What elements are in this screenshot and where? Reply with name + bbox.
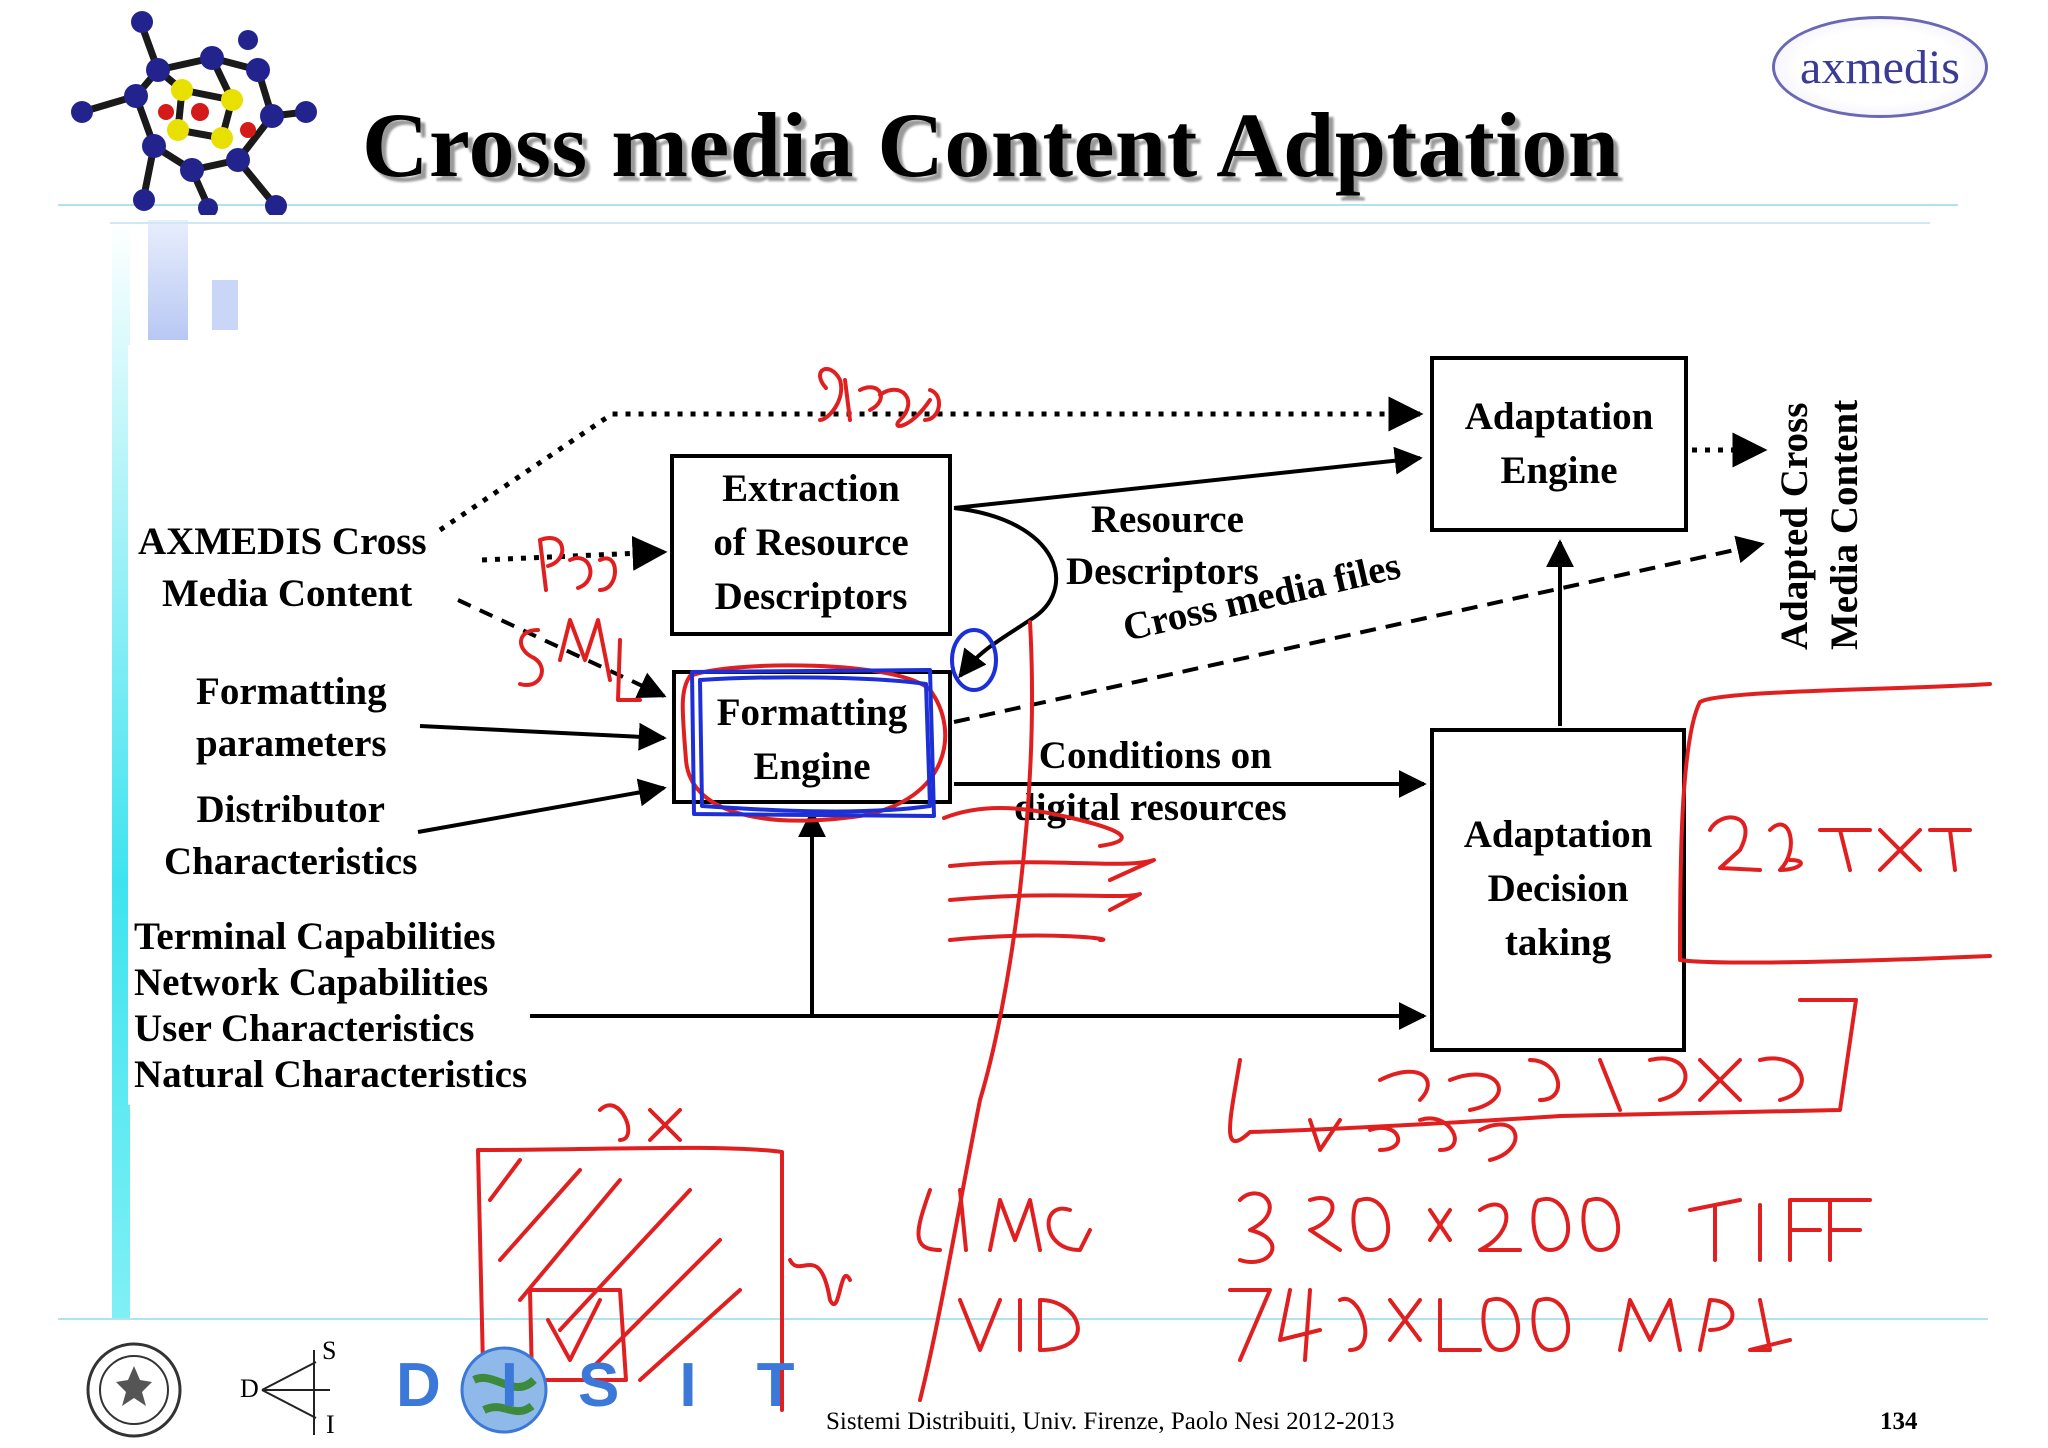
formatting-engine-label: Formatting Engine <box>674 686 950 794</box>
edge-label-line: Conditions on <box>1038 734 1272 777</box>
extraction-box-label: Extraction of Resource Descriptors <box>672 462 950 624</box>
input-label-line: Media Content <box>162 572 413 615</box>
box-label-line: taking <box>1504 921 1612 964</box>
disit-logo: DISIT <box>396 1351 855 1420</box>
dsi-logo-letter: D <box>240 1374 259 1403</box>
adaptation-decision-label: Adaptation Decision taking <box>1432 808 1684 970</box>
box-label-line: of Resource <box>713 521 909 564</box>
adaptation-engine-box <box>1430 356 1688 532</box>
box-label-line: Formatting <box>716 691 908 734</box>
molecule-logo-icon <box>71 11 317 215</box>
input-label-line: Characteristics <box>164 840 418 883</box>
input-label-line: AXMEDIS Cross <box>138 520 427 563</box>
input-formatting-parameters: Formatting parameters <box>196 666 387 770</box>
box-label-line: Engine <box>1500 449 1618 492</box>
capability-item: User Characteristics <box>134 1007 475 1050</box>
capability-item: Natural Characteristics <box>134 1053 528 1096</box>
box-label-line: Extraction <box>722 467 900 510</box>
title-divider <box>58 204 1958 206</box>
dsi-logo-letter: S <box>322 1336 337 1365</box>
title-divider-secondary <box>110 222 1930 224</box>
box-label-line: Engine <box>753 745 871 788</box>
university-seal-icon <box>86 1342 182 1438</box>
axmedis-logo: axmedis <box>1772 16 1988 118</box>
edge-label-conditions: Conditions on digital resources <box>1014 730 1287 834</box>
input-label-line: Formatting <box>196 670 387 713</box>
decorative-block <box>212 280 238 330</box>
globe-icon <box>460 1346 548 1434</box>
edge-label-line: digital resources <box>1014 786 1287 829</box>
box-label-line: Decision <box>1487 867 1629 910</box>
dsi-logo-letter: I <box>326 1410 335 1439</box>
slide-title: Cross media Content Adptation <box>362 94 1620 196</box>
box-label-line: Adaptation <box>1464 395 1654 438</box>
capability-item: Terminal Capabilities <box>134 915 496 958</box>
extraction-box <box>670 454 952 636</box>
page-number: 134 <box>1880 1408 1918 1435</box>
decorative-block <box>148 220 188 340</box>
adaptation-engine-label: Adaptation Engine <box>1432 390 1686 498</box>
adaptation-decision-box <box>1430 728 1686 1052</box>
box-label-line: Descriptors <box>714 575 908 618</box>
input-axmedis-content: AXMEDIS Cross Media Content <box>138 516 427 620</box>
edge-label-resource-descriptors: Resource Descriptors <box>1066 494 1259 598</box>
box-label-line: Adaptation <box>1463 813 1653 856</box>
input-capabilities-list: Terminal Capabilities Network Capabiliti… <box>134 914 527 1098</box>
capability-item: Network Capabilities <box>134 961 489 1004</box>
dsi-logo-icon <box>261 1350 330 1435</box>
edge-label-line: Resource <box>1090 498 1244 541</box>
footer-credits: Sistemi Distribuiti, Univ. Firenze, Paol… <box>826 1408 1395 1435</box>
decorative-side-bar <box>112 220 130 1320</box>
input-label-line: Distributor <box>196 788 385 831</box>
edge-label-line: Descriptors <box>1066 550 1259 593</box>
input-distributor-characteristics: Distributor Characteristics <box>164 784 417 888</box>
footer-divider <box>58 1318 1988 1320</box>
input-label-line: parameters <box>196 722 387 765</box>
